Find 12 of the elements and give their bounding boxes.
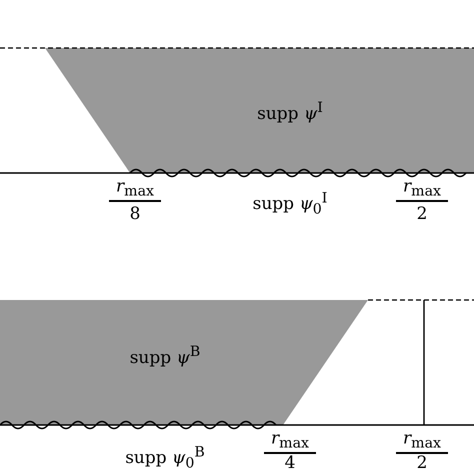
fraction-numerator: r$_{max}$	[116, 176, 154, 200]
fraction-numerator: r$_{max}$	[271, 428, 309, 452]
region-label: supp ψ$^{B}$	[130, 344, 200, 368]
fraction-denominator: 2	[416, 204, 428, 224]
fraction-denominator: 4	[284, 453, 296, 473]
fraction-denominator: 8	[130, 204, 140, 224]
fraction-numerator: r$_{max}$	[403, 176, 441, 200]
shaded-region	[45, 48, 474, 173]
region-label: supp ψ$^{I}$	[257, 100, 323, 124]
fraction-numerator: r$_{max}$	[403, 428, 441, 452]
fraction-denominator: 2	[416, 453, 428, 473]
shaded-region	[0, 300, 368, 425]
